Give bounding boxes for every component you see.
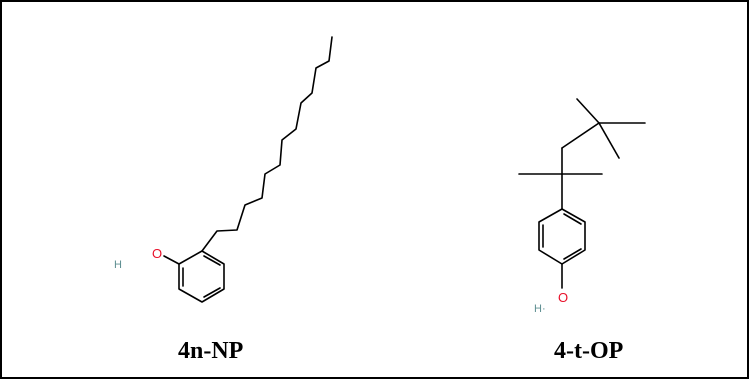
atom-oxygen-left: O — [152, 246, 162, 261]
tert-octyl-group — [518, 98, 646, 210]
hydroxyl-left: O H — [114, 246, 180, 271]
hydroxyl-right: O H· — [534, 263, 568, 315]
atom-oxygen-right: O — [558, 290, 568, 305]
label-4-t-op: 4-t-OP — [554, 338, 624, 364]
label-4n-np: 4n-NP — [178, 338, 244, 364]
atom-hydrogen-right: H· — [534, 303, 546, 315]
benzene-ring-right — [538, 208, 586, 265]
nonyl-chain — [201, 36, 333, 252]
benzene-ring-left — [178, 250, 225, 303]
atom-hydrogen-left: H — [114, 259, 122, 271]
molecule-4n-np: O H — [114, 36, 333, 303]
molecule-4-t-op: O H· — [518, 98, 646, 315]
